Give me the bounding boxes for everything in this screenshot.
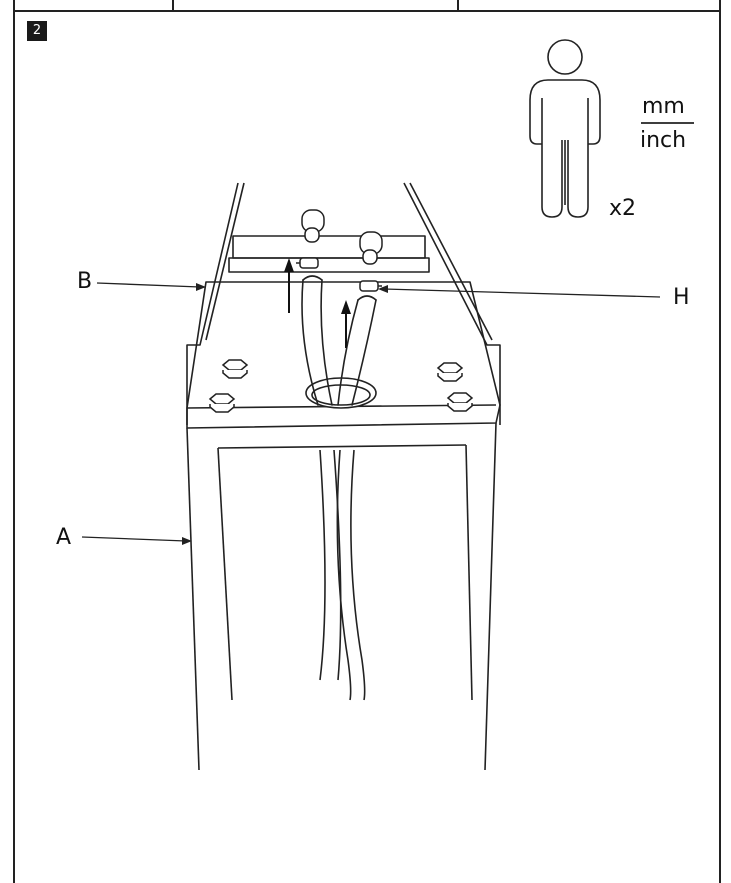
frame-body <box>186 422 497 771</box>
step-number-badge: 2 <box>27 21 47 41</box>
hoses <box>301 275 377 406</box>
leader-lines <box>81 282 661 545</box>
person-icon <box>529 39 601 218</box>
bolt-heads <box>208 359 474 413</box>
hose-fittings <box>296 209 383 292</box>
panel-border <box>13 0 721 883</box>
hoses-lower <box>319 449 366 701</box>
unit-secondary-label: inch <box>640 128 687 153</box>
part-label-h: H <box>673 285 690 310</box>
direction-arrows <box>284 258 351 348</box>
part-label-b: B <box>77 269 93 294</box>
unit-primary-label: mm <box>642 94 685 119</box>
people-count-label: x2 <box>609 196 637 221</box>
part-label-a: A <box>56 525 72 550</box>
